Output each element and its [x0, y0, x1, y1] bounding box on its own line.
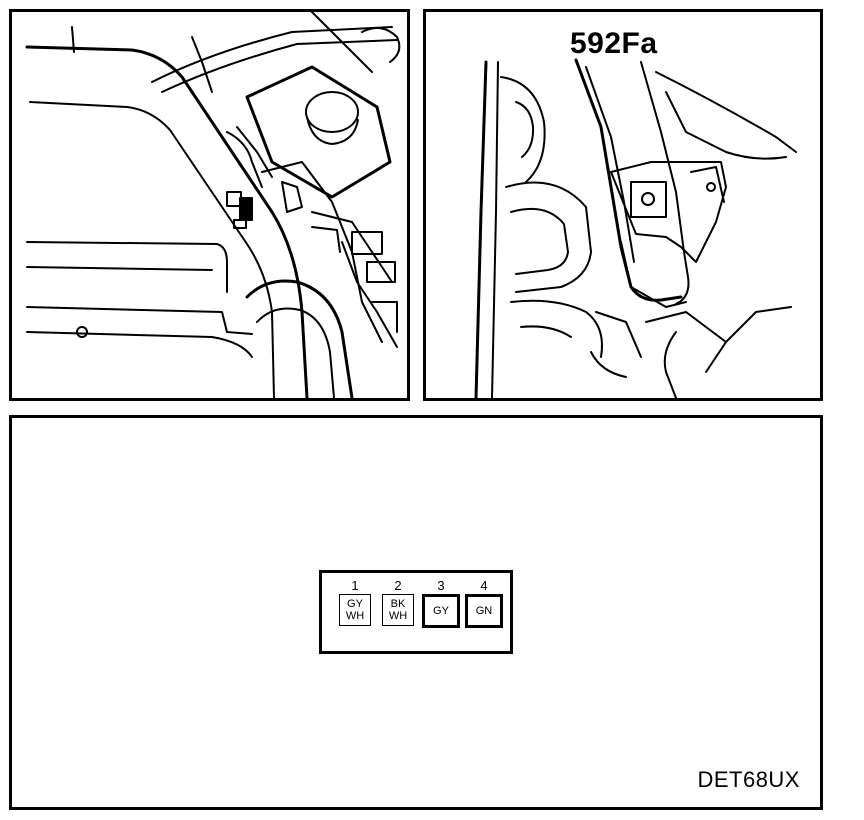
pin-number: 1 [351, 578, 359, 593]
engine-bay-overview-panel [9, 9, 410, 401]
connector-face: 1 GY WH 2 BK WH 3 GY 4 GN [319, 570, 513, 654]
pin-4: 4 GN [464, 579, 504, 628]
connector-closeup-panel: 592Fa [423, 9, 823, 401]
pin-cavity: GN [465, 594, 503, 628]
pin-cavity: GY [422, 594, 460, 628]
engine-bay-illustration [25, 12, 401, 398]
wire-color-code: GN [475, 605, 493, 617]
pin-cavity: BK WH [382, 594, 414, 626]
pin-cavity: GY WH [339, 594, 371, 626]
pin-3: 3 GY [421, 579, 461, 628]
pin-number: 4 [480, 578, 488, 593]
connector-pinout-panel: 1 GY WH 2 BK WH 3 GY 4 GN DET68UX [9, 415, 823, 810]
pin-number: 3 [437, 578, 445, 593]
pin-number: 2 [394, 578, 402, 593]
pin-1: 1 GY WH [335, 579, 375, 626]
connector-closeup-illustration [474, 58, 797, 398]
wire-color-code: GY WH [345, 598, 365, 622]
figure-code: DET68UX [697, 767, 800, 792]
wire-color-code: BK WH [388, 598, 408, 622]
pin-2: 2 BK WH [378, 579, 418, 626]
wire-color-code: GY [433, 605, 449, 617]
connector-callout-label: 592Fa [570, 27, 658, 60]
